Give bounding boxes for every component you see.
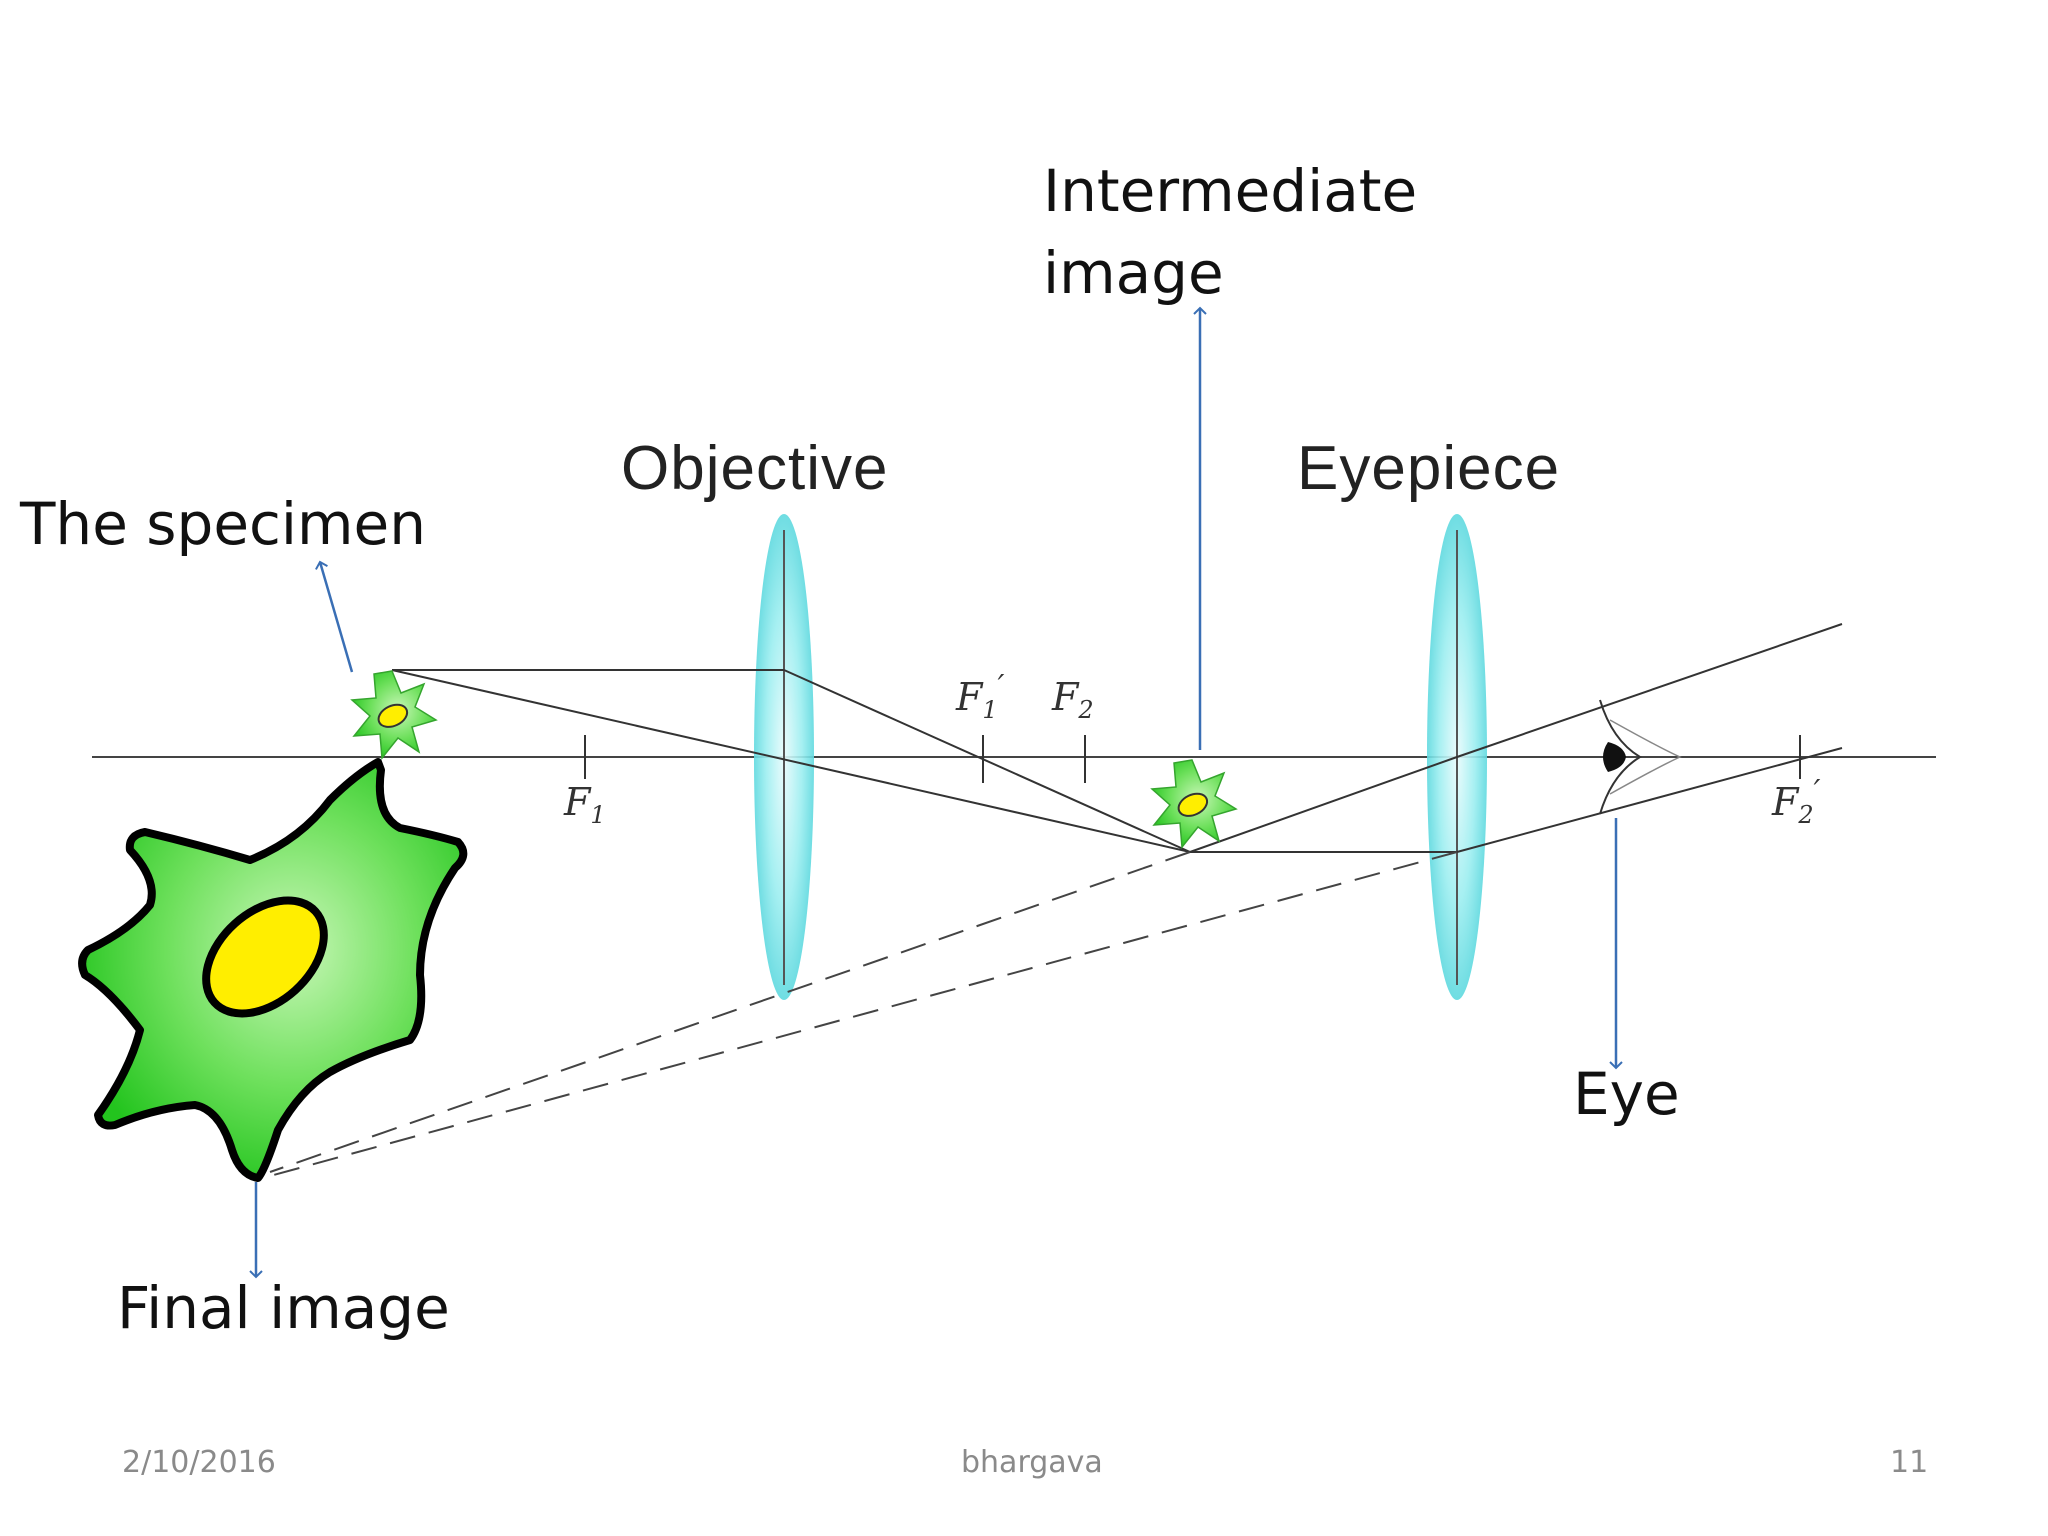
f2-label: F2 xyxy=(1051,675,1094,724)
virtual-ray-lower xyxy=(269,851,1458,1177)
ray-exit-upper xyxy=(1456,623,1843,758)
objective-label: Objective xyxy=(621,434,889,503)
intermediate-image-label-line2: image xyxy=(1043,239,1224,307)
footer-author: bhargava xyxy=(961,1445,1103,1480)
callout-arrows xyxy=(249,306,1623,1279)
intermediate-image-cell xyxy=(1150,759,1238,849)
intermediate-image-label: Intermediate image xyxy=(1043,150,1417,314)
ray-intermediate-to-eyepiece-center xyxy=(1189,756,1458,853)
eye-icon xyxy=(1599,699,1682,815)
f2-prime-label: F2′ xyxy=(1771,774,1821,829)
final-image-nucleus xyxy=(202,896,328,1018)
footer-page-number: 11 xyxy=(1890,1445,1929,1480)
final-image-cell xyxy=(78,758,468,1182)
eyepiece-label: Eyepiece xyxy=(1297,434,1561,503)
footer-date: 2/10/2016 xyxy=(122,1445,276,1480)
light-rays xyxy=(391,623,1843,853)
f1-label: F1 xyxy=(563,780,606,829)
ray-through-f1-prime xyxy=(783,669,1191,853)
eye-label: Eye xyxy=(1573,1060,1680,1128)
final-image-label: Final image xyxy=(117,1274,450,1342)
virtual-ray-upper xyxy=(269,851,1191,1173)
specimen-label: The specimen xyxy=(20,490,426,558)
intermediate-image-label-line1: Intermediate xyxy=(1043,157,1418,225)
specimen-arrow xyxy=(315,560,354,673)
specimen-cell xyxy=(350,670,438,760)
virtual-rays xyxy=(269,851,1458,1177)
ray-through-objective-center xyxy=(391,669,1191,853)
ray-exit-lower xyxy=(1456,747,1843,853)
f1-prime-label: F1′ xyxy=(955,669,1005,724)
